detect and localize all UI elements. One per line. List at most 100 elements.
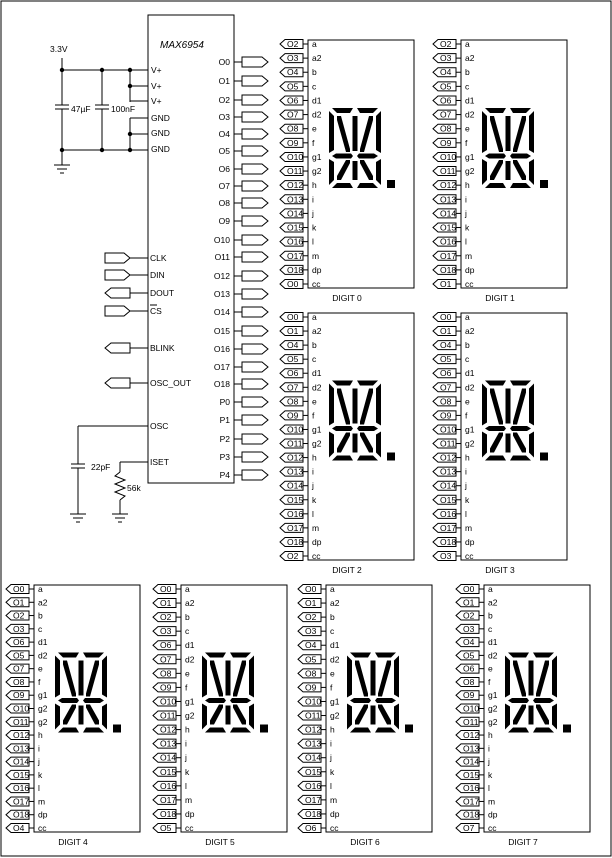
segment-label-d1: d1 <box>312 368 322 378</box>
pin-connector <box>241 270 269 282</box>
pin-connector <box>241 288 269 300</box>
segment-label-h: h <box>312 453 317 463</box>
digit-label: DIGIT 6 <box>350 837 380 847</box>
chip-pin-o7: O7 <box>219 181 231 191</box>
digit-label: DIGIT 5 <box>205 837 235 847</box>
segment-label-cc: cc <box>330 823 339 833</box>
digit-pin-o14: O14 <box>305 753 321 763</box>
segment-label-cc: cc <box>312 551 321 561</box>
digit-pin-o1: O1 <box>305 598 317 608</box>
segment-label-g2: g2 <box>465 439 475 449</box>
digit-pin-o14: O14 <box>13 757 29 767</box>
segment-label-i: i <box>330 739 332 749</box>
din-label: DIN <box>150 270 165 280</box>
digit-pin-o14: O14 <box>287 208 303 218</box>
segment-label-k: k <box>465 223 470 233</box>
cap-100nf-label: 100nF <box>111 104 135 114</box>
digit-pin-o9: O9 <box>440 138 452 148</box>
digit-pin-o2: O2 <box>463 611 475 621</box>
segment-label-a2: a2 <box>465 326 475 336</box>
digit-pin-o6: O6 <box>305 823 317 833</box>
digit-pin-o10: O10 <box>287 424 303 434</box>
digit-pin-o17: O17 <box>440 523 456 533</box>
digit-pin-o16: O16 <box>440 509 456 519</box>
segment-label-cc: cc <box>465 551 474 561</box>
port-connector <box>241 451 269 463</box>
segment-label-c: c <box>312 81 317 91</box>
port-connector <box>241 414 269 426</box>
segment-label-b: b <box>38 611 43 621</box>
segment-label-d2: d2 <box>312 110 322 120</box>
pin-connector <box>241 128 269 140</box>
segment-label-cc: cc <box>312 279 321 289</box>
segment-label-dp: dp <box>465 537 475 547</box>
digit-pin-o5: O5 <box>287 81 299 91</box>
segment-label-j: j <box>464 481 467 491</box>
digit-pin-o6: O6 <box>463 664 475 674</box>
digit-pin-o7: O7 <box>287 110 299 120</box>
port-connector <box>241 469 269 481</box>
digit-pin-o0: O0 <box>440 312 452 322</box>
segment-label-i: i <box>185 739 187 749</box>
pin-label-vplus-2: V+ <box>151 81 162 91</box>
segment-label-e: e <box>488 664 493 674</box>
segment-label-a2: a2 <box>185 598 195 608</box>
osc-out-label: OSC_OUT <box>150 378 191 388</box>
segment-label-m: m <box>465 251 472 261</box>
digit-pin-o10: O10 <box>463 704 479 714</box>
chip-pin-o15: O15 <box>214 326 230 336</box>
digit-pin-o15: O15 <box>440 495 456 505</box>
digit-pin-o11: O11 <box>287 166 303 176</box>
digit-pin-o0: O0 <box>463 584 475 594</box>
digit-pin-o1: O1 <box>287 326 299 336</box>
pin-connector <box>241 234 269 246</box>
segment-label-m: m <box>465 523 472 533</box>
digit-pin-o8: O8 <box>440 396 452 406</box>
segment-label-g2: g2 <box>38 704 48 714</box>
segment-label-i: i <box>488 743 490 753</box>
pin-connector <box>241 343 269 355</box>
digit-pin-o8: O8 <box>287 124 299 134</box>
segment-label-b: b <box>185 612 190 622</box>
chip-pin-o6: O6 <box>219 164 231 174</box>
segment-label-a2: a2 <box>312 53 322 63</box>
digit-pin-o3: O3 <box>463 624 475 634</box>
segment-label-l: l <box>312 237 314 247</box>
digit-pin-o7: O7 <box>440 110 452 120</box>
fourteen-segment-display-icon <box>505 652 571 733</box>
digit-pin-o18: O18 <box>463 810 479 820</box>
digit-pin-o18: O18 <box>305 809 321 819</box>
pin-label-vplus-3: V+ <box>151 96 162 106</box>
digit-pin-o13: O13 <box>160 739 176 749</box>
display-body <box>460 39 568 289</box>
digit-pin-o18: O18 <box>287 265 303 275</box>
digit-pin-o6: O6 <box>440 368 452 378</box>
digit-pin-o14: O14 <box>160 753 176 763</box>
digit-pin-o18: O18 <box>440 537 456 547</box>
segment-label-a: a <box>465 39 470 49</box>
digit-pin-o14: O14 <box>463 757 479 767</box>
segment-label-k: k <box>312 495 317 505</box>
pin-connector <box>241 215 269 227</box>
digit-pin-o9: O9 <box>287 138 299 148</box>
digit-pin-o5: O5 <box>463 650 475 660</box>
digit-pin-o12: O12 <box>305 725 321 735</box>
chip-port-p4: P4 <box>220 470 231 480</box>
digit-pin-o14: O14 <box>440 208 456 218</box>
digit-pin-o18: O18 <box>440 265 456 275</box>
digit-pin-o15: O15 <box>13 770 29 780</box>
fourteen-segment-display-icon <box>482 108 548 188</box>
segment-label-l: l <box>330 781 332 791</box>
segment-label-g1: g1 <box>38 690 48 700</box>
cap-47uf-label: 47µF <box>71 104 91 114</box>
segment-label-d2: d2 <box>488 650 498 660</box>
chip-port-p0: P0 <box>220 397 231 407</box>
segment-label-b: b <box>330 612 335 622</box>
segment-label-k: k <box>185 767 190 777</box>
supply-voltage-label: 3.3V <box>50 44 68 54</box>
segment-label-e: e <box>330 668 335 678</box>
pin-connector <box>241 94 269 106</box>
